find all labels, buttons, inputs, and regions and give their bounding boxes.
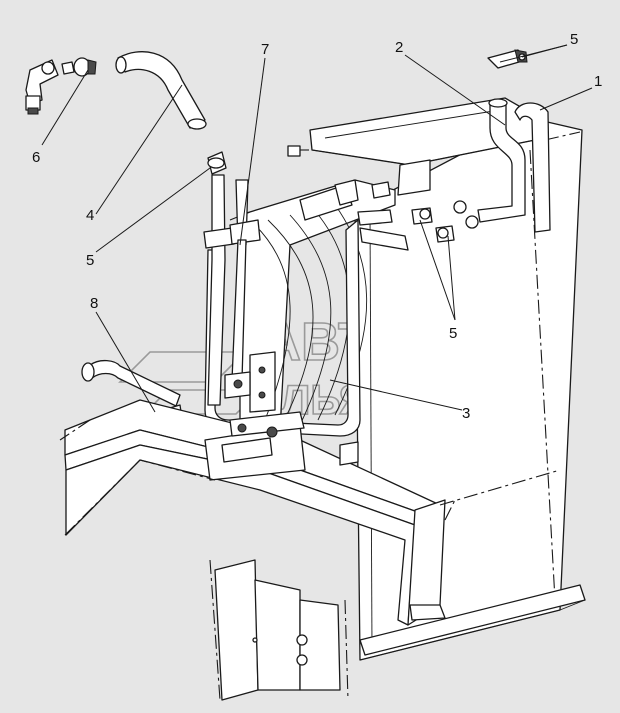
- callout-5-right: 5: [449, 325, 457, 342]
- clamp-left: [73, 57, 97, 77]
- hose-4: [115, 51, 207, 130]
- callout-labels: 1 2 3 4 5 5 5 6 7 8: [32, 31, 602, 422]
- hose-2: [477, 98, 526, 223]
- hose-1: [514, 102, 551, 233]
- callout-8: 8: [90, 295, 98, 312]
- lower-bracket: [209, 559, 349, 701]
- callout-6: 6: [32, 149, 40, 166]
- callout-7: 7: [261, 41, 269, 58]
- leader-lines: [41, 44, 593, 413]
- callout-5-top-right: 5: [570, 31, 578, 48]
- callout-1: 1: [594, 73, 602, 90]
- mounting-bracket: [224, 351, 276, 413]
- frame-dashed-outline: [59, 419, 561, 536]
- callout-2: 2: [395, 39, 403, 56]
- fittings-right: [411, 200, 479, 243]
- callout-3: 3: [462, 405, 470, 422]
- hose-3: [204, 209, 409, 437]
- callout-5-left: 5: [86, 252, 94, 269]
- pump-block: [204, 411, 359, 481]
- sensor-elbow-6: [25, 59, 75, 115]
- clamp-top-right: [487, 49, 528, 69]
- callout-4: 4: [86, 207, 94, 224]
